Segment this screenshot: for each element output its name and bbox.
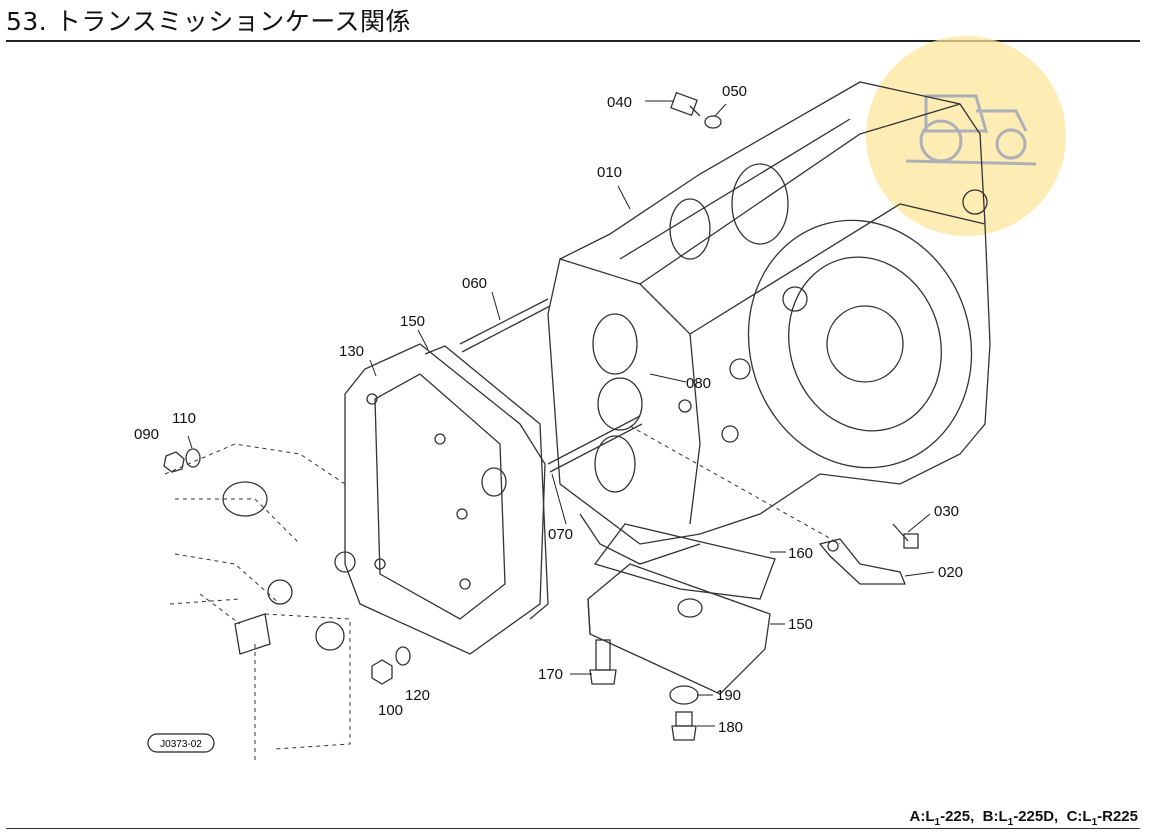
callout-130: 130 xyxy=(339,343,364,360)
callout-020: 020 xyxy=(938,564,963,581)
callout-040: 040 xyxy=(607,94,632,111)
drawing-code-stamp: J0373-02 xyxy=(147,733,215,753)
watermark-logo xyxy=(866,36,1066,236)
bottom-cover xyxy=(587,523,776,695)
callout-160: 160 xyxy=(788,545,813,562)
callout-190: 190 xyxy=(716,687,741,704)
callout-180: 180 xyxy=(718,719,743,736)
studs xyxy=(459,298,841,545)
callout-010: 010 xyxy=(597,164,622,181)
drawing-code: J0373-02 xyxy=(160,739,202,750)
leader-lines xyxy=(187,100,935,727)
page-title: 53. トランスミッションケース関係 xyxy=(6,7,411,36)
callout-100: 100 xyxy=(378,702,403,719)
mating-housing xyxy=(164,443,356,764)
callout-030: 030 xyxy=(934,503,959,520)
side-cover-frame xyxy=(344,343,549,655)
parts-diagram: 040 050 010 060 150 130 080 090 110 070 … xyxy=(134,81,991,764)
callout-150: 150 xyxy=(788,616,813,633)
bolt-170 xyxy=(589,639,617,685)
callout-labels: 040 050 010 060 150 130 080 090 110 070 … xyxy=(134,83,963,736)
callout-060: 060 xyxy=(462,275,487,292)
transmission-case xyxy=(547,81,991,565)
bolt-040 xyxy=(670,91,722,129)
callout-170: 170 xyxy=(538,666,563,683)
drain-plug xyxy=(669,685,699,741)
nuts-washers xyxy=(163,448,411,685)
footer-rule xyxy=(6,828,1140,829)
callout-050: 050 xyxy=(722,83,747,100)
callout-120: 120 xyxy=(405,687,430,704)
callout-080: 080 xyxy=(686,375,711,392)
tractor-icon xyxy=(905,94,1037,166)
callout-090: 090 xyxy=(134,426,159,443)
pipe-assembly xyxy=(818,523,919,585)
callout-140: 150 xyxy=(400,313,425,330)
model-note: A:L1-225, B:L1-225D, C:L1-R225 xyxy=(909,808,1138,828)
callout-110: 110 xyxy=(172,410,196,427)
title-underline xyxy=(6,40,1140,42)
callout-070: 070 xyxy=(548,526,573,543)
